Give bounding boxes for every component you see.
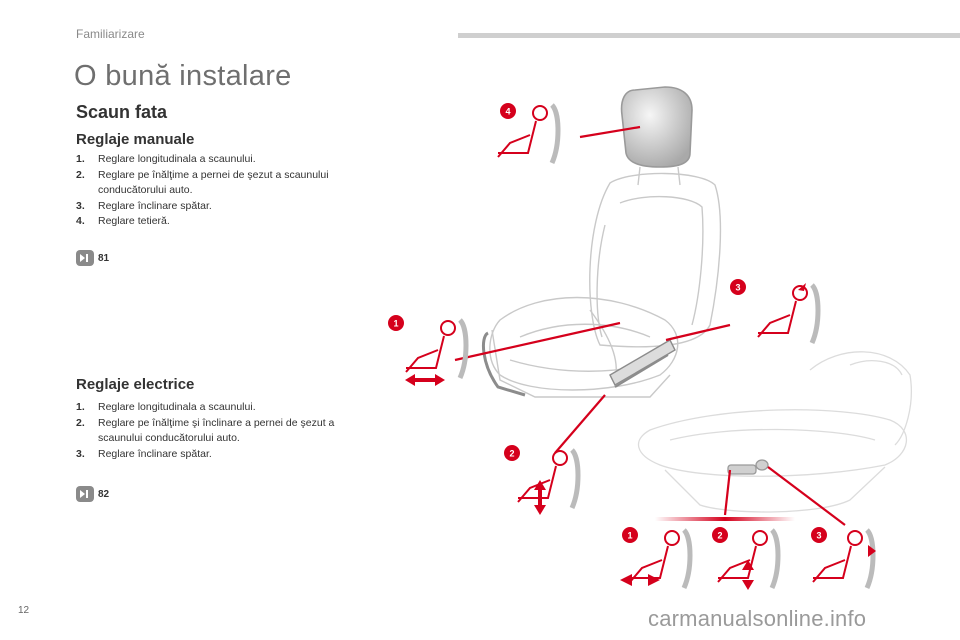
person-seat-icon [497,103,561,165]
list-item: 1. Reglare longitudinala a scaunului. [76,400,346,416]
callout-badge: 4 [500,103,516,119]
page-title: O bună instalare [74,60,292,92]
callout-number: 2 [509,449,514,459]
person-seat-icon [405,318,469,380]
step-text: Reglare longitudinala a scaunului. [98,153,256,165]
callout-number: 4 [505,107,510,117]
callout-number: 2 [717,531,722,541]
callout-number: 3 [735,283,740,293]
watermark: carmanualsonline.info [648,606,867,631]
skip-forward-icon [76,486,94,502]
step-number: 1. [76,153,85,165]
list-item: 4. Reglare tetieră. [76,214,346,230]
callout-badge: 3 [811,527,827,543]
section-subtitle: Scaun fata [76,102,168,122]
step-number: 3. [76,199,85,212]
step-number: 2. [76,416,85,429]
backrest-switch [755,459,769,471]
step-number: 1. [76,401,85,413]
seat-switch [727,464,757,475]
section-label: Familiarizare [76,27,145,41]
seat-illustration: 4 3 1 2 1 2 3 [388,86,912,590]
headrest [620,86,693,168]
step-text: Reglare pe înălţime şi înclinare a perne… [98,416,335,445]
step-text: Reglare longitudinala a scaunului. [98,401,256,413]
front-seat-drawing [481,86,722,398]
callout-badge: 2 [504,445,520,461]
step-text: Reglare pe înălţime a pernei de şezut a … [98,168,329,197]
leader-lines [454,125,846,526]
person-seat-icon [629,528,693,590]
page-number: 12 [18,605,30,616]
step-number: 4. [76,215,85,227]
arrow-icon [405,283,876,590]
callout-badge: 1 [622,527,638,543]
list-item: 1. Reglare longitudinala a scaunului. [76,152,346,168]
callout-badge: 2 [712,527,728,543]
page-reference-link[interactable]: 81 [76,250,109,266]
step-number: 3. [76,447,85,460]
manual-steps-list: 1. Reglare longitudinala a scaunului. 2. R… [76,152,346,230]
callout-badge: 1 [388,315,404,331]
manual-heading: Reglaje manuale [76,131,195,148]
reference-page-number: 81 [98,252,110,264]
person-seat-icon [517,448,581,510]
list-item: 2. Reglare pe înălţime şi înclinare a per… [76,416,346,447]
electric-heading: Reglaje electrice [76,376,195,393]
person-seat-icon [717,528,781,590]
callout-number: 3 [816,531,821,541]
header-rule [458,33,960,38]
callout-number: 1 [393,319,398,329]
step-text: Reglare înclinare spătar. [98,447,212,460]
callout-badge: 3 [730,279,746,295]
step-text: Reglare tetieră. [98,215,170,227]
person-seat-icon [757,283,821,345]
reference-page-number: 82 [98,488,110,500]
callout-badges: 4 3 1 2 1 2 3 [388,103,827,543]
page-reference-link[interactable]: 82 [76,486,109,502]
skip-forward-icon [76,250,94,266]
electric-seat-drawing [638,351,912,513]
step-text: Reglare înclinare spătar. [98,199,212,212]
person-seat-icon [812,528,876,590]
bracket-line [655,517,795,521]
list-item: 3. Reglare înclinare spătar. [76,447,346,463]
list-item: 3. Reglare înclinare spătar. [76,199,346,215]
step-number: 2. [76,168,85,181]
list-item: 2. Reglare pe înălţime a pernei de şezut … [76,168,346,199]
callout-number: 1 [627,531,632,541]
electric-steps-list: 1. Reglare longitudinala a scaunului. 2. R… [76,400,346,462]
